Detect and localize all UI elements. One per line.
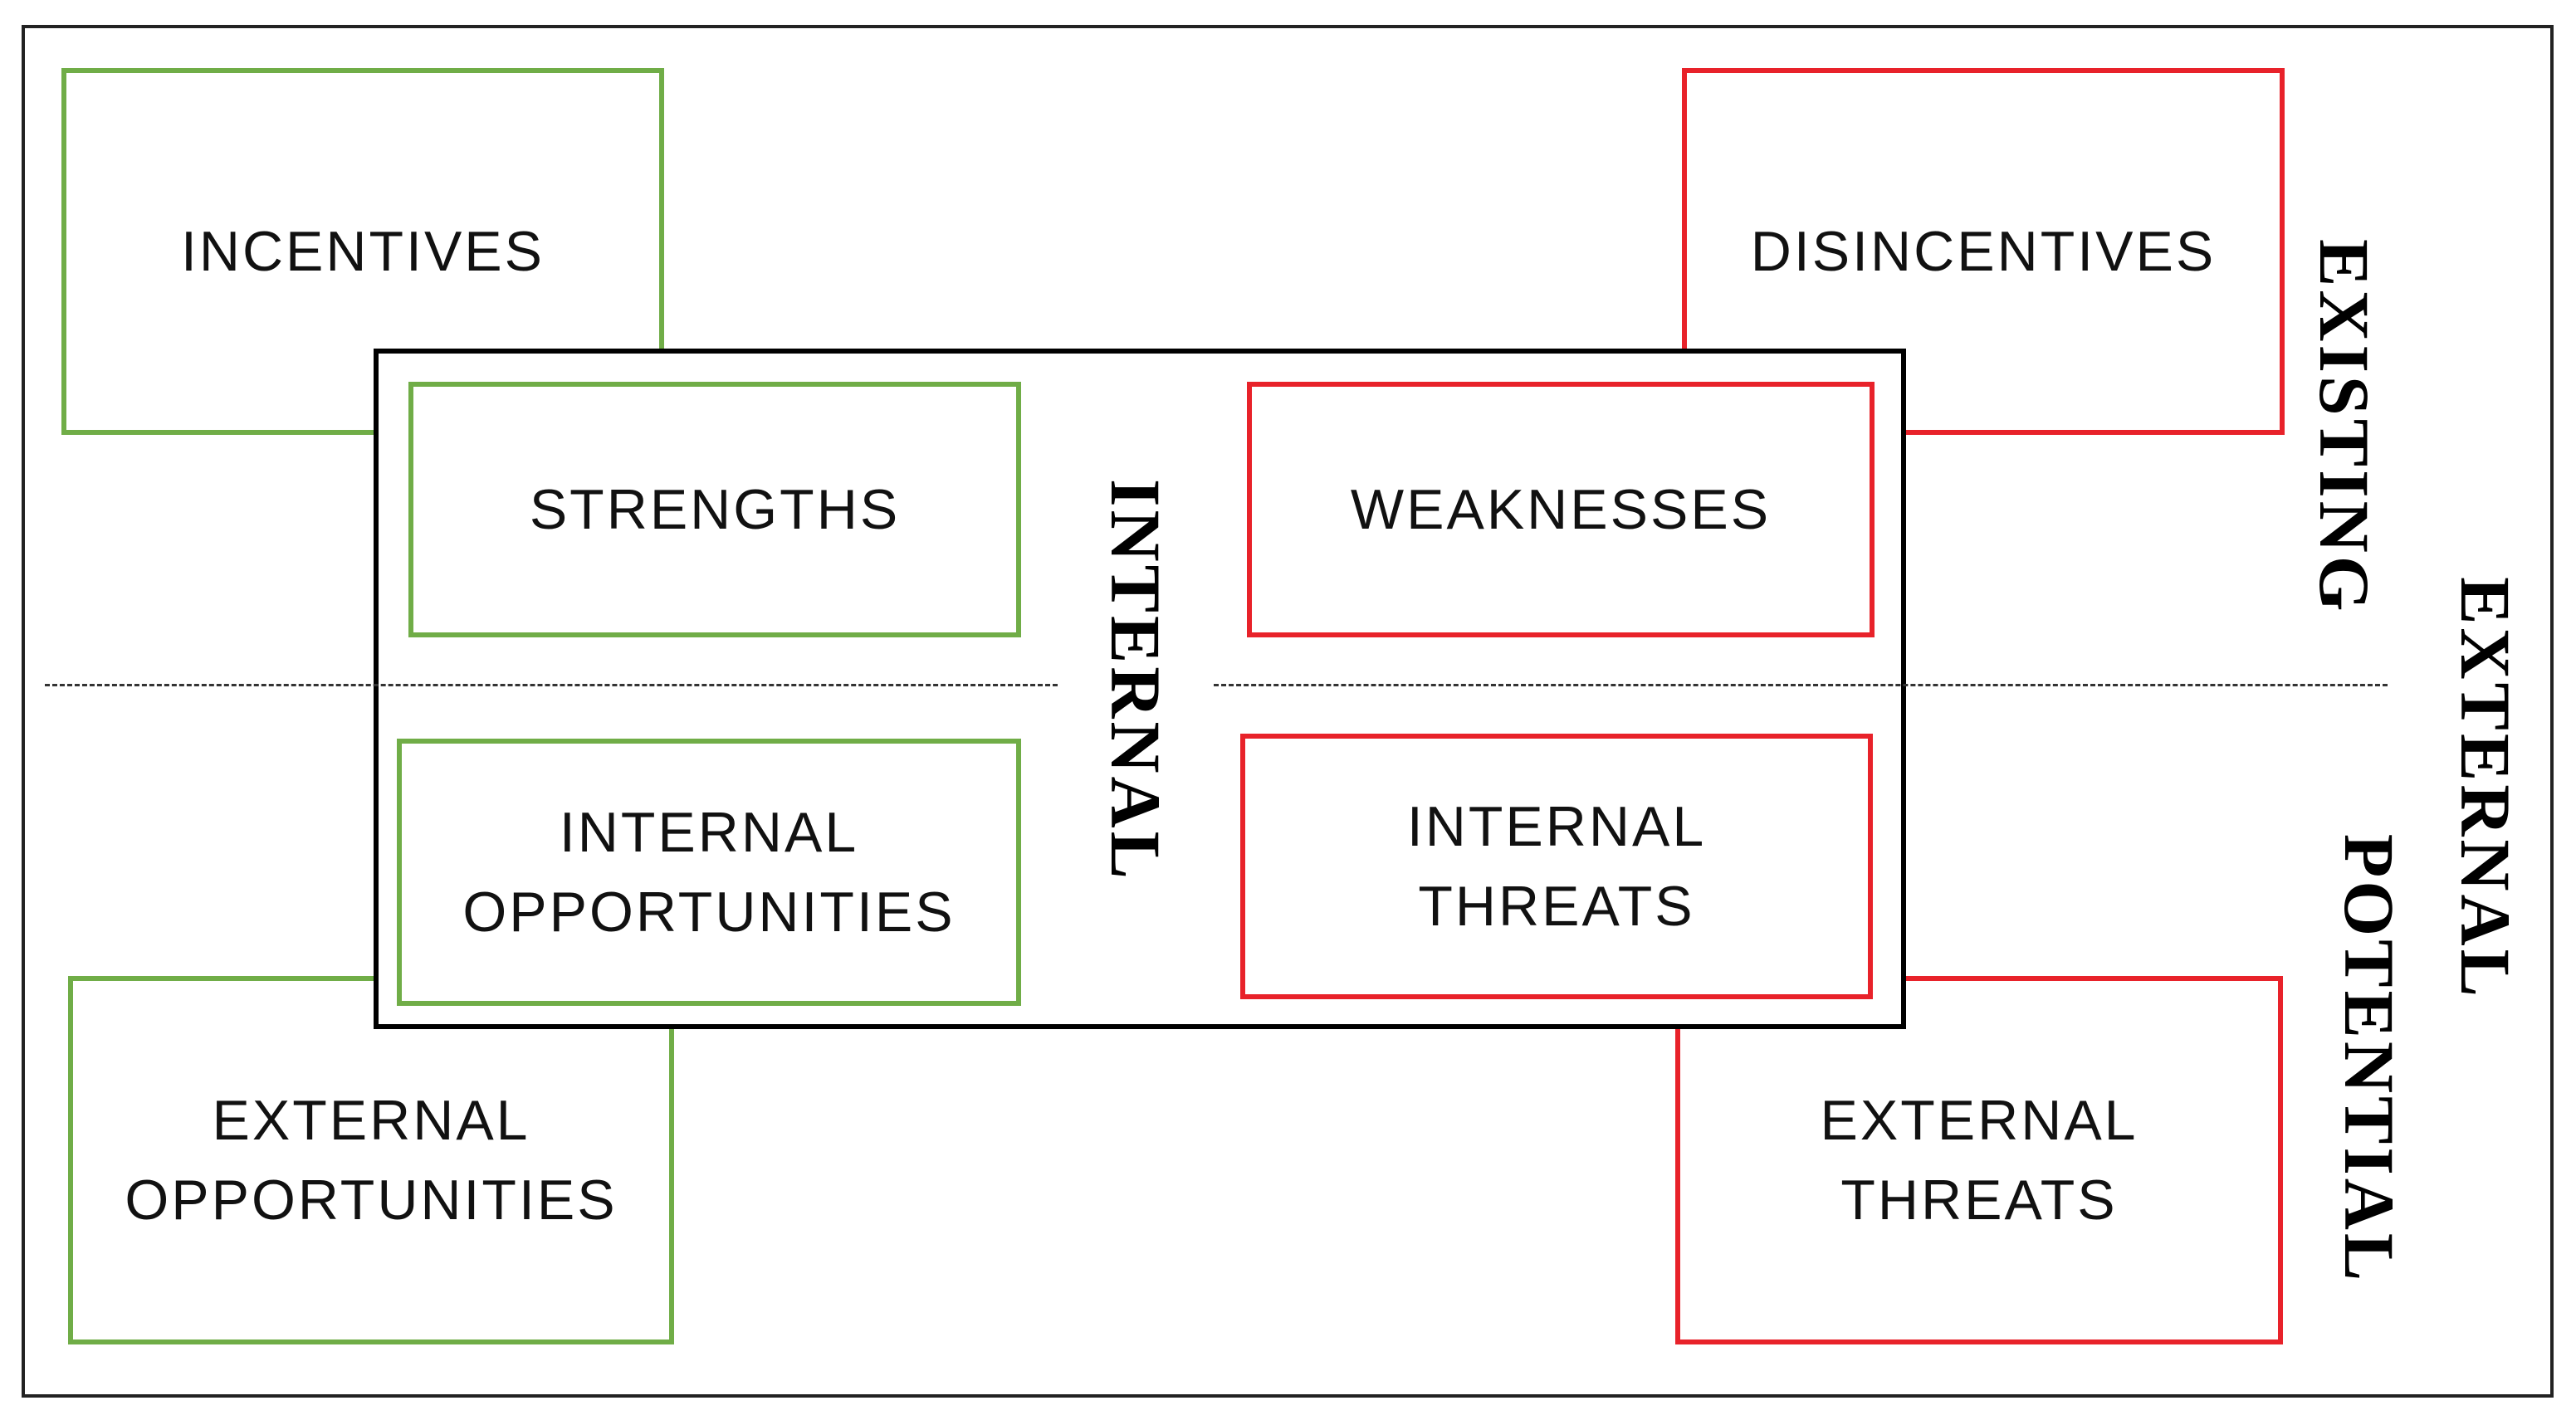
strengths-box: STRENGTHS — [408, 382, 1021, 637]
existing-axis-label: EXISTING — [2305, 239, 2384, 615]
internal-opportunities-label-line2: OPPORTUNITIES — [462, 881, 956, 944]
external-opportunities-label-line2: OPPORTUNITIES — [125, 1169, 618, 1232]
divider-line-left — [45, 684, 1058, 686]
disincentives-label: DISINCENTIVES — [1750, 220, 2217, 283]
external-threats-label-line1: EXTERNAL — [1820, 1089, 2139, 1152]
internal-opportunities-label-line1: INTERNAL — [559, 801, 859, 864]
external-threats-label-line2: THREATS — [1840, 1169, 2118, 1232]
internal-axis-label: INTERNAL — [1096, 479, 1176, 882]
internal-opportunities-box: INTERNAL OPPORTUNITIES — [397, 739, 1021, 1006]
incentives-label: INCENTIVES — [180, 220, 545, 283]
disincentives-box: DISINCENTIVES — [1682, 68, 2285, 435]
divider-line-right — [1214, 684, 2388, 686]
external-opportunities-box: EXTERNAL OPPORTUNITIES — [68, 976, 674, 1344]
diagram-frame — [22, 25, 2554, 1398]
external-opportunities-label-line1: EXTERNAL — [212, 1089, 530, 1152]
strengths-label: STRENGTHS — [529, 478, 901, 541]
weaknesses-box: WEAKNESSES — [1247, 382, 1875, 637]
internal-threats-box: INTERNAL THREATS — [1240, 734, 1873, 999]
weaknesses-label: WEAKNESSES — [1350, 478, 1772, 541]
internal-threats-label-line2: THREATS — [1418, 875, 1695, 938]
incentives-box: INCENTIVES — [61, 68, 664, 435]
external-axis-label: EXTERNAL — [2446, 577, 2525, 1000]
external-threats-box: EXTERNAL THREATS — [1675, 976, 2283, 1344]
potential-axis-label: POTENTIAL — [2329, 833, 2409, 1285]
internal-threats-label-line1: INTERNAL — [1406, 795, 1707, 858]
